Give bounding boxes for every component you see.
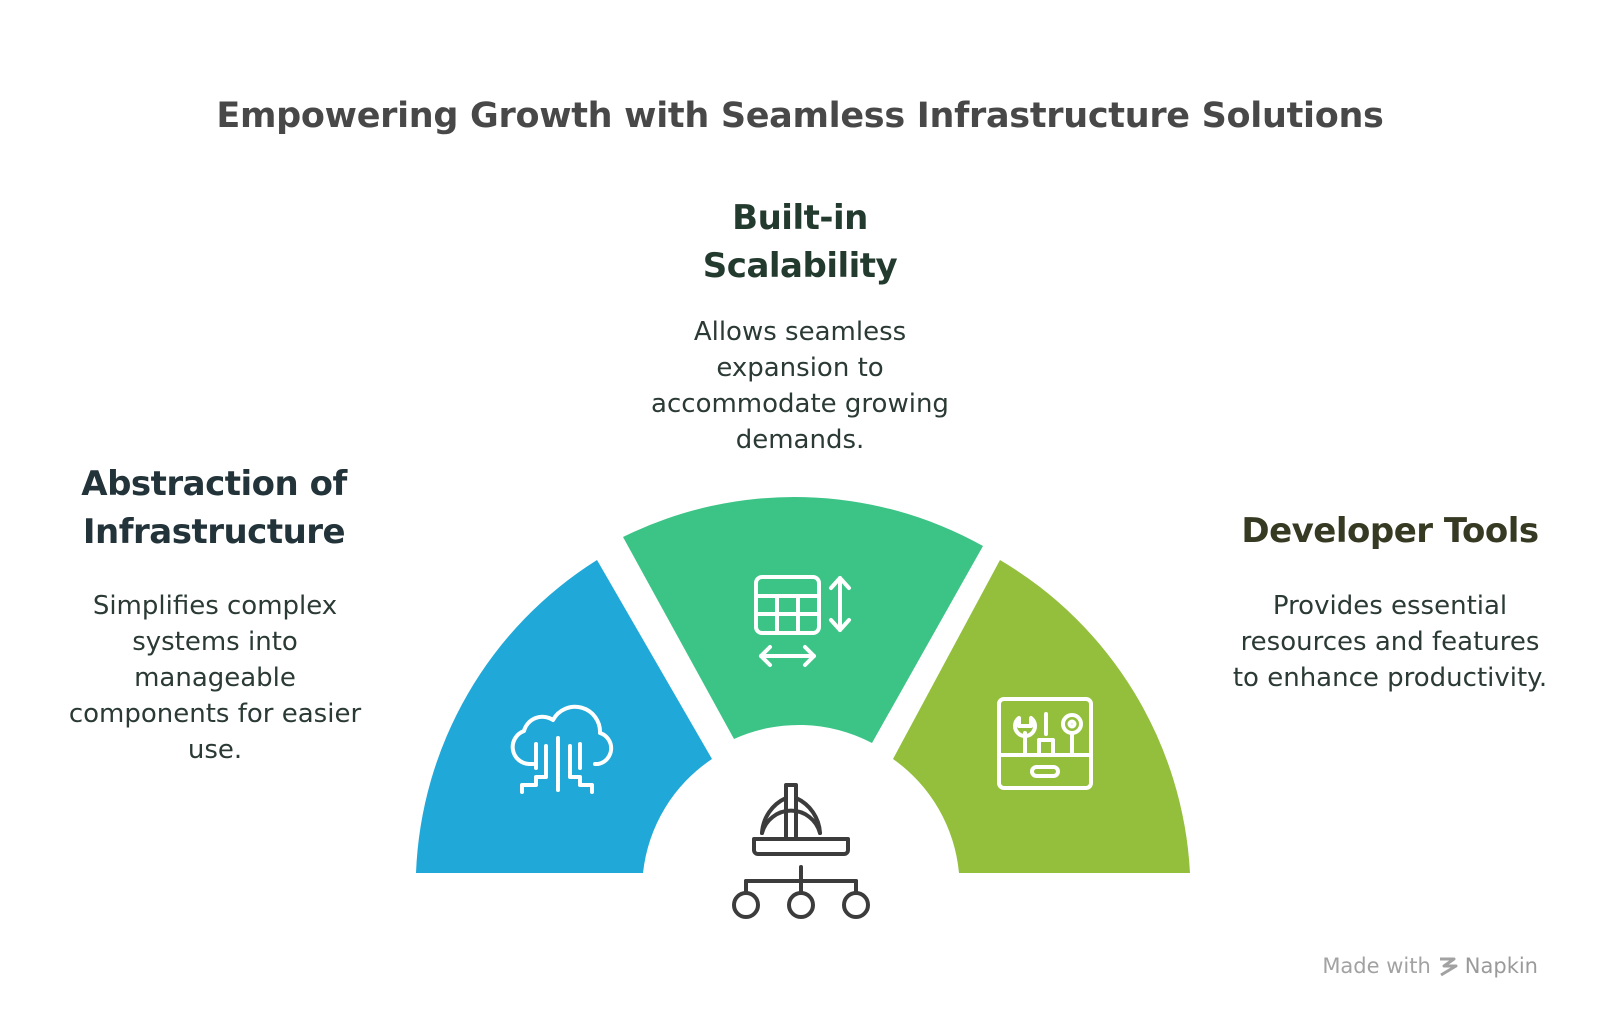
description-line: systems into [132, 627, 298, 657]
description-line: Allows seamless [693, 317, 907, 347]
heading-scalability: Built-in Scalability [620, 194, 980, 290]
page-title: Empowering Growth with Seamless Infrastr… [216, 96, 1384, 136]
heading-line: Abstraction of [81, 464, 347, 504]
segment-developer-tools [893, 560, 1190, 873]
description-line: demands. [735, 425, 865, 455]
cloud-circuit-icon [510, 704, 614, 794]
heading-developer-tools: Developer Tools [1200, 507, 1580, 555]
description-line: resources and features [1240, 627, 1540, 657]
description-line: components for easier [68, 699, 362, 729]
description-abstraction: Simplifies complex systems into manageab… [50, 588, 380, 768]
heading-line: Infrastructure [82, 512, 346, 552]
description-line: expansion to [716, 353, 884, 383]
heading-abstraction: Abstraction of Infrastructure [54, 460, 374, 556]
footer-prefix: Made with [1322, 954, 1431, 978]
segment-abstraction [416, 560, 712, 873]
description-line: to enhance productivity. [1232, 663, 1548, 693]
segment-scalability [623, 496, 983, 743]
description-line: use. [187, 735, 243, 765]
hardhat-network-icon [732, 783, 870, 919]
description-developer-tools: Provides essential resources and feature… [1204, 588, 1576, 696]
footer-brand: Napkin [1464, 954, 1538, 978]
description-line: Simplifies complex [92, 591, 338, 621]
description-line: manageable [134, 663, 296, 693]
heading-line: Scalability [702, 246, 898, 286]
heading-line: Built-in [732, 198, 868, 238]
footer-attribution: Made with Napkin [1322, 954, 1538, 978]
scalable-grid-icon [754, 575, 851, 667]
description-line: Provides essential [1272, 591, 1508, 621]
description-scalability: Allows seamless expansion to accommodate… [620, 314, 980, 458]
heading-line: Developer Tools [1241, 511, 1539, 551]
description-line: accommodate growing [651, 389, 949, 419]
toolbox-icon [997, 697, 1093, 790]
napkin-logo-icon [1439, 957, 1458, 977]
